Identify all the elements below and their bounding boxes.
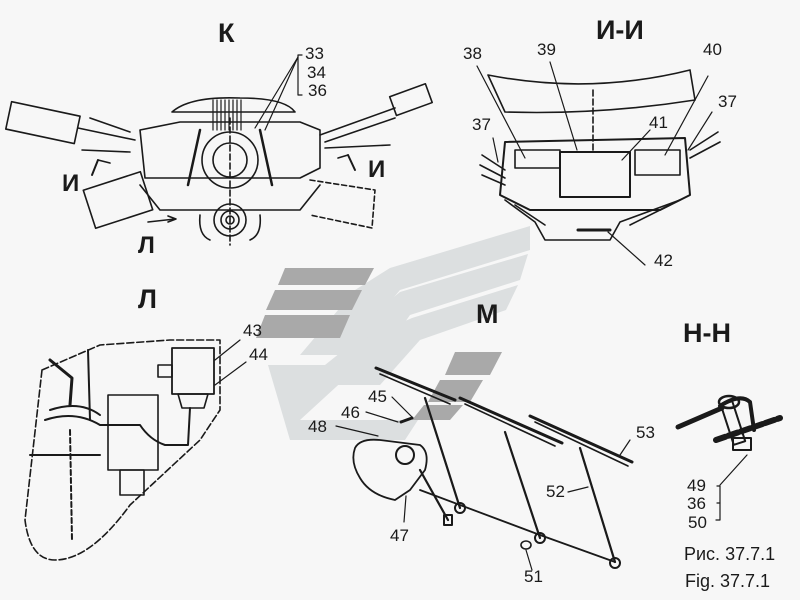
callout-43: 43 [243, 321, 262, 340]
callout-34: 34 [307, 63, 326, 82]
hatching [212, 99, 242, 131]
callout-46: 46 [341, 403, 360, 422]
chevron-stripes-logo-icon [256, 226, 530, 440]
leader-line [264, 56, 299, 131]
wiper-arm [578, 446, 617, 564]
bolt [719, 400, 747, 446]
bracket [297, 54, 303, 96]
housing [499, 137, 691, 211]
callout-39: 39 [537, 40, 556, 59]
leader-line [365, 411, 399, 423]
leader-line [621, 129, 651, 161]
callout-50: 50 [688, 513, 707, 532]
view-nn-title: Н-Н [683, 318, 731, 348]
callout-51: 51 [524, 567, 543, 586]
switch-body [139, 121, 321, 179]
leader-line [492, 137, 499, 163]
leader-line [476, 65, 526, 159]
leader-line [403, 495, 407, 523]
leader-line [607, 231, 646, 266]
watermark-stripe [412, 405, 463, 420]
view-l-drawing [24, 339, 247, 561]
leader-line [719, 454, 748, 486]
leader-line [687, 111, 713, 151]
strip [713, 415, 783, 443]
leader-line [335, 425, 379, 437]
callout-36-nn: 36 [687, 494, 706, 513]
leader-line [567, 486, 589, 493]
leader-line [214, 339, 241, 361]
view-nn-drawing [675, 394, 783, 521]
relay-block [107, 394, 159, 471]
watermark-stripe [428, 380, 483, 402]
callout-53: 53 [636, 423, 655, 442]
leader-line [391, 396, 414, 419]
top-cover [171, 96, 296, 113]
section-mark-i-left: И [62, 170, 80, 197]
callout-40: 40 [703, 40, 722, 59]
view-k-drawing [4, 54, 434, 246]
wiper-motor [352, 438, 428, 501]
callout-49: 49 [687, 476, 706, 495]
callout-52: 52 [546, 482, 565, 501]
callout-36: 36 [308, 81, 327, 100]
left-lever-handle [4, 100, 81, 145]
figure-caption-en: Fig. 37.7.1 [685, 571, 771, 591]
watermark-base [268, 365, 418, 440]
callout-44: 44 [249, 345, 268, 364]
base-cone [504, 199, 681, 241]
wiper-arm [423, 396, 462, 510]
watermark-stripe [445, 352, 502, 375]
wiper-arm [503, 430, 542, 540]
view-l-title: Л [138, 284, 157, 314]
callout-41: 41 [649, 113, 668, 132]
watermark-stripe [266, 290, 362, 310]
callout-37-right: 37 [718, 92, 737, 111]
wiper-blade [458, 396, 564, 445]
wiper-blade [528, 414, 634, 464]
center-block [559, 151, 631, 198]
left-lower-lever [82, 170, 154, 230]
link-rod [539, 534, 616, 563]
callout-33: 33 [305, 44, 324, 63]
callout-37-left: 37 [472, 115, 491, 134]
view-m-title: М [476, 299, 499, 329]
callout-45: 45 [368, 387, 387, 406]
figure-caption-ru: Рис. 37.7.1 [684, 544, 776, 564]
wiper-blade [374, 366, 457, 402]
watermark-chevron-band [300, 226, 530, 355]
view-k-title: К [218, 18, 235, 48]
watermark-stripe [256, 315, 350, 338]
harness [44, 407, 191, 446]
panel-outline [24, 339, 221, 561]
leader-line [664, 75, 709, 156]
leader-line [214, 361, 247, 386]
callout-38: 38 [463, 44, 482, 63]
lower-bearing [213, 203, 247, 237]
section-mark-l: Л [138, 232, 155, 259]
leader-line [549, 61, 578, 151]
watermark-chevron-band [300, 285, 518, 385]
link-rod [419, 489, 541, 536]
motor-43 [171, 347, 215, 395]
leader-line [619, 439, 631, 456]
section-mark-i-right: И [368, 156, 386, 183]
view-m-drawing [335, 366, 634, 571]
view-ii-drawing [476, 61, 721, 266]
rod [675, 405, 725, 430]
view-ii-title: И-И [596, 15, 644, 45]
cover-outline [487, 69, 696, 114]
callout-48: 48 [308, 417, 327, 436]
leader-line [525, 549, 533, 571]
watermark-stripe [278, 268, 374, 285]
leader-line [254, 56, 299, 129]
callout-47: 47 [390, 526, 409, 545]
grommet-51 [520, 540, 532, 550]
right-lever-handle [388, 82, 434, 117]
callout-42: 42 [654, 251, 673, 270]
